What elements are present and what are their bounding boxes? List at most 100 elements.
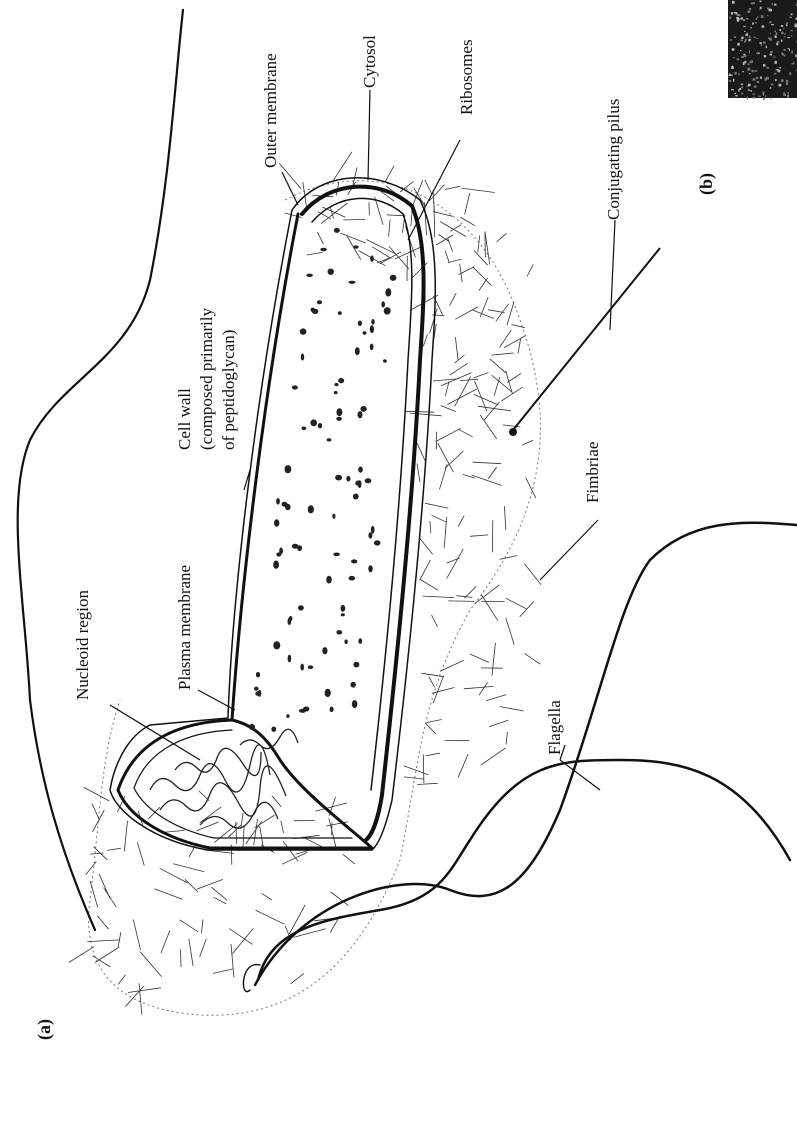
micrograph-speckle — [747, 96, 748, 99]
fimbria-hair — [307, 252, 323, 255]
fimbria-hair — [455, 355, 465, 363]
ribosome-dot — [286, 714, 289, 718]
micrograph-speckle — [748, 89, 750, 91]
fimbria-hair — [455, 377, 471, 407]
pilus-base — [509, 428, 517, 436]
ribosome-dot — [276, 498, 280, 504]
cell-body — [110, 178, 435, 850]
micrograph-speckle — [779, 29, 781, 31]
micrograph-speckle — [784, 49, 786, 51]
fimbria-hair — [455, 337, 458, 360]
ribosome-dot — [334, 391, 338, 394]
micrograph-speckle — [776, 69, 779, 70]
micrograph-speckle — [761, 44, 762, 45]
ribosome-dot — [274, 519, 279, 526]
fimbria-hair — [155, 889, 183, 899]
micrograph-speckle — [751, 3, 753, 5]
fimbria-hair — [200, 939, 207, 957]
micrograph-speckle — [733, 97, 734, 99]
micrograph-speckle — [745, 34, 748, 36]
fimbria-hair — [429, 677, 435, 688]
micrograph-speckle — [731, 12, 733, 14]
fimbria-hair — [455, 307, 478, 319]
micrograph-speckle — [741, 37, 744, 39]
fimbria-hair — [343, 219, 365, 220]
ribosome-dot — [358, 638, 362, 644]
micrograph-speckle — [747, 11, 750, 13]
fimbria-hair — [500, 707, 523, 711]
micrograph-speckle — [786, 80, 788, 83]
fimbria-hair — [173, 864, 204, 872]
micrograph-speckle — [763, 94, 764, 96]
fimbria-hair — [140, 952, 162, 977]
ribosome-dot — [351, 559, 357, 563]
micrograph-speckle — [754, 70, 757, 71]
micrograph-speckle — [731, 66, 733, 69]
ribosome-dot — [330, 707, 334, 713]
fimbria-hair — [425, 503, 448, 508]
micrograph-speckle — [729, 16, 731, 19]
micrograph-speckle — [762, 92, 764, 94]
ribosomes-label: Ribosomes — [457, 39, 476, 115]
micrograph-speckle — [744, 55, 747, 57]
fimbria-hair — [461, 188, 494, 192]
fimbria-hair — [372, 247, 391, 259]
fimbria-hair — [197, 822, 219, 831]
micrograph-speckle — [749, 36, 751, 38]
ribosome-dot — [326, 576, 332, 584]
ribosome-dot — [302, 427, 307, 431]
ribosome-dot — [363, 331, 367, 334]
micrograph-speckle — [743, 62, 745, 65]
fimbria-hair — [423, 596, 454, 598]
fimbria-hair — [213, 969, 233, 973]
ribosome-dot — [341, 613, 345, 616]
micrograph-speckle — [767, 8, 770, 10]
micrograph-speckle — [744, 31, 745, 32]
ribosome-dot — [292, 544, 298, 549]
fimbria-hair — [137, 842, 144, 865]
micrograph-speckle — [747, 68, 750, 71]
fimbria-hair — [447, 549, 464, 579]
ribosome-dot — [338, 378, 344, 383]
ribosome-dot — [344, 639, 347, 644]
micrograph-speckle — [787, 95, 788, 98]
conjugating-pilus-label: Conjugating pilus — [604, 99, 623, 220]
ribosome-dot — [390, 275, 397, 281]
fimbria-hair — [124, 821, 127, 852]
fimbria-hair — [432, 515, 447, 522]
flagella-label: Flagella — [545, 700, 564, 755]
micrograph-speckle — [740, 18, 743, 20]
ribosome-dot — [271, 727, 276, 732]
fimbria-hair — [427, 720, 442, 723]
ribosome-dot — [360, 406, 366, 412]
fimbria-hair — [200, 807, 221, 823]
fimbria-hair — [419, 538, 432, 555]
micrograph-speckle — [770, 87, 771, 89]
plasma-membrane-label: Plasma membrane — [175, 565, 194, 690]
fimbria-hair — [436, 428, 461, 441]
ribosome-dot — [353, 494, 359, 500]
ribosome-dot — [255, 691, 261, 696]
fimbria-hair — [318, 212, 331, 220]
flagella — [243, 523, 797, 992]
micrograph-speckle — [765, 78, 767, 81]
flagellum-1 — [258, 760, 790, 980]
fimbria-hair — [440, 464, 448, 489]
micrograph-speckle — [763, 64, 765, 67]
micrograph-speckle — [791, 63, 794, 64]
micrograph-speckle — [735, 93, 737, 94]
micrograph-speckle — [731, 75, 733, 76]
fimbria-hair — [511, 325, 524, 328]
ribosome-dot — [385, 288, 391, 296]
micrograph-speckle — [770, 54, 772, 56]
micrograph-speckle — [772, 3, 773, 5]
fimbria-hair — [474, 373, 489, 378]
micrograph-speckle — [777, 41, 780, 43]
fimbria-hair — [456, 596, 472, 598]
fimbria-hair — [478, 406, 511, 411]
fimbria-hair — [369, 202, 370, 215]
fimbria-hair — [481, 748, 506, 765]
micrograph-speckle — [757, 16, 758, 18]
micrograph-speckle — [782, 53, 784, 55]
fimbria-hair — [430, 521, 431, 533]
